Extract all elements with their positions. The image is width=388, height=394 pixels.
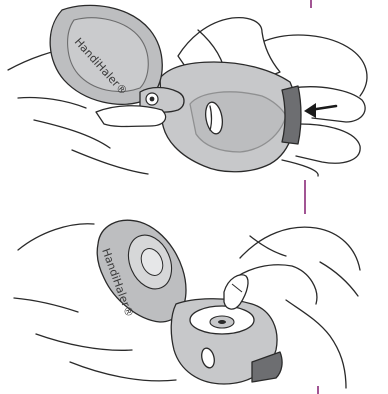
inhaler-lid-open-bottom: HandiHaler® [97,220,186,322]
arrow-left-icon [304,103,336,118]
left-thumb [96,106,166,127]
piercing-button [282,86,301,144]
step-insert-capsule-panel: HandiHaler® [14,220,360,394]
step-open-inhaler-panel: HandiHaler® [8,0,367,214]
